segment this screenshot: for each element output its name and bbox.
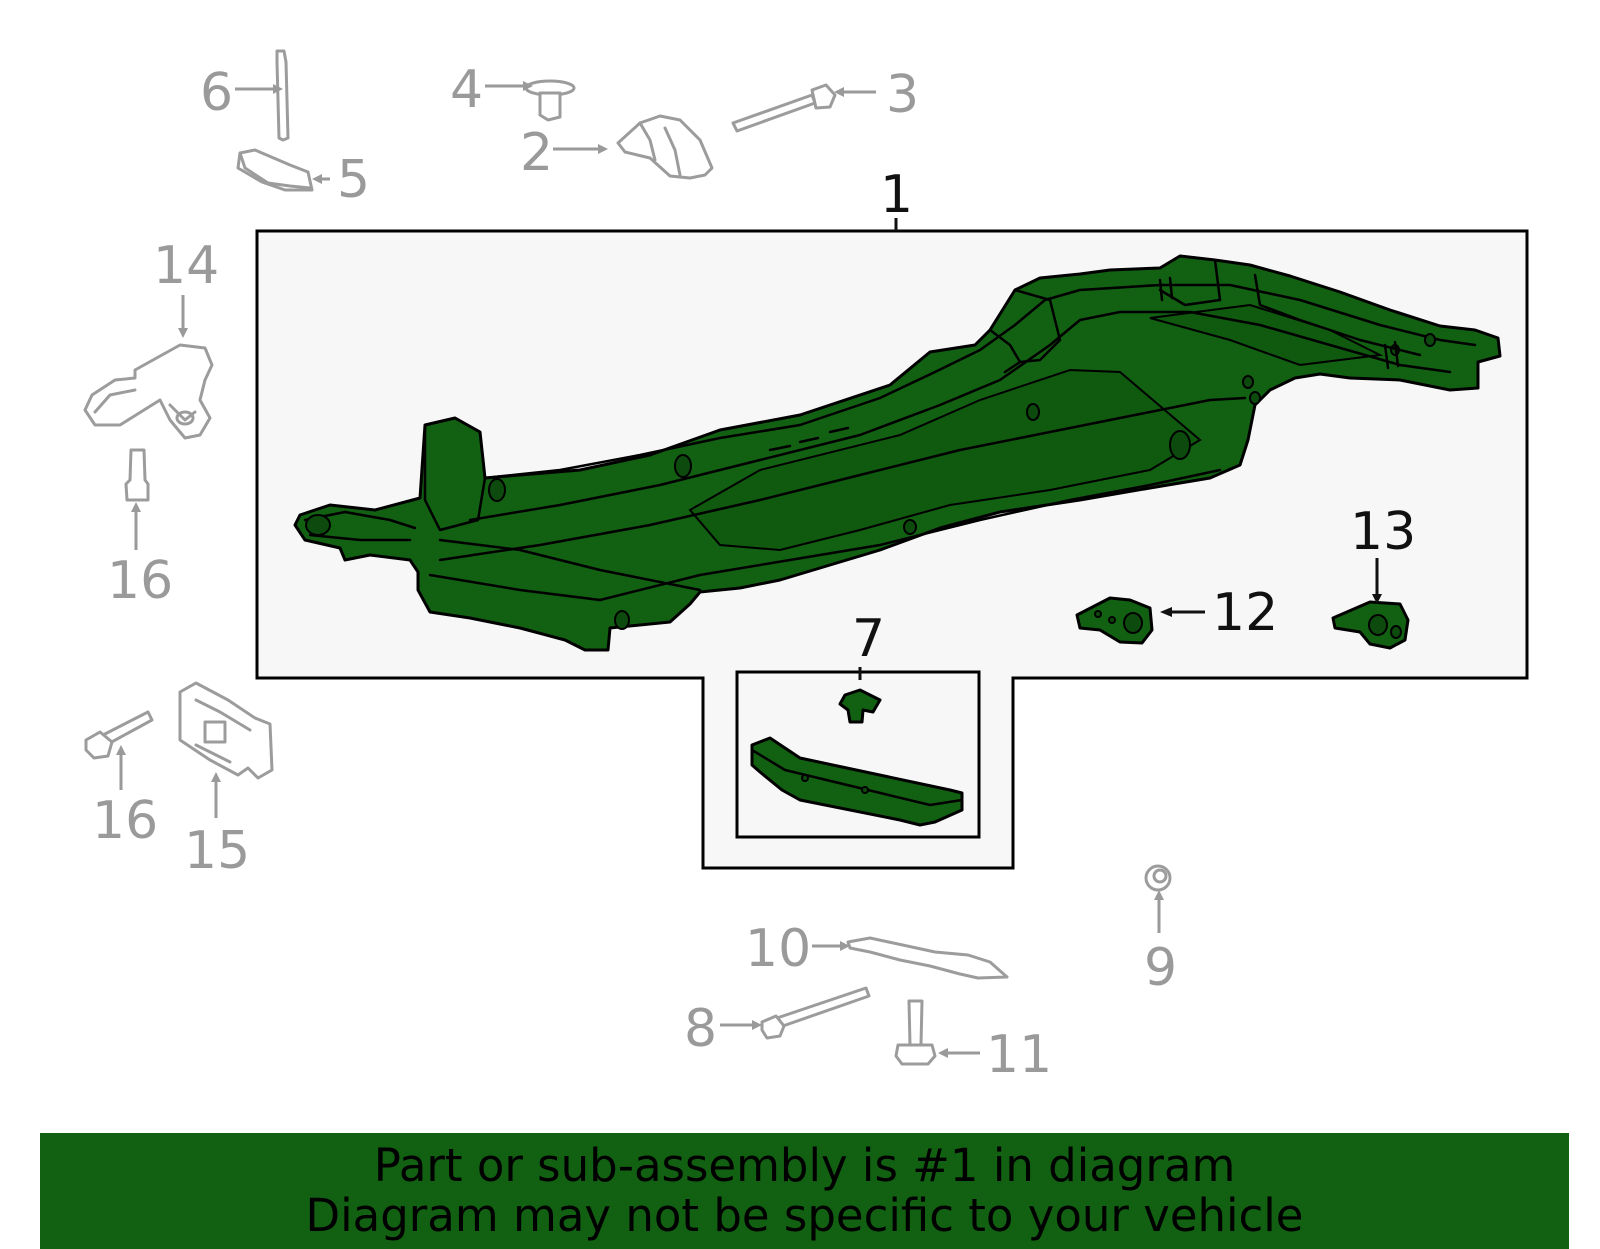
part-3-bolt[interactable] xyxy=(731,83,837,133)
info-banner: Part or sub-assembly is #1 in diagram Di… xyxy=(40,1133,1569,1249)
callout-10: 10 xyxy=(745,919,811,979)
part-13-bracket[interactable] xyxy=(1331,600,1410,650)
banner-line-1: Part or sub-assembly is #1 in diagram xyxy=(373,1139,1236,1192)
callout-8: 8 xyxy=(684,999,717,1059)
part-12-bracket[interactable] xyxy=(1075,596,1154,645)
part-14-tow-hook[interactable] xyxy=(83,343,214,440)
callout-16-upper: 16 xyxy=(107,551,173,611)
callout-14: 14 xyxy=(153,236,219,296)
leader-arrows xyxy=(116,81,1382,1058)
callout-11: 11 xyxy=(986,1025,1052,1085)
callout-2: 2 xyxy=(520,123,553,183)
part-16-bolt-lower[interactable] xyxy=(84,710,154,760)
part-7-crossmember[interactable] xyxy=(750,736,964,827)
part-2-bracket[interactable] xyxy=(616,114,714,180)
part-10-shield[interactable] xyxy=(846,936,1009,980)
callout-3: 3 xyxy=(886,65,919,125)
callout-15: 15 xyxy=(184,821,250,881)
part-9-bushing[interactable] xyxy=(1144,864,1172,892)
callout-9: 9 xyxy=(1144,938,1177,998)
callout-4: 4 xyxy=(450,60,483,120)
callout-16-lower: 16 xyxy=(92,791,158,851)
banner-line-2: Diagram may not be specific to your vehi… xyxy=(305,1189,1304,1242)
callout-7: 7 xyxy=(852,609,885,669)
part-5-bracket[interactable] xyxy=(236,148,314,192)
callout-13: 13 xyxy=(1350,502,1416,562)
part-15-mount[interactable] xyxy=(178,681,274,780)
callout-6: 6 xyxy=(200,63,233,123)
part-8-bolt[interactable] xyxy=(760,986,871,1040)
part-11-bolt[interactable] xyxy=(894,999,937,1066)
part-4-rivet[interactable] xyxy=(524,79,576,122)
callout-12: 12 xyxy=(1212,583,1278,643)
part-16-stud-upper[interactable] xyxy=(124,448,150,502)
part-7-bracket[interactable] xyxy=(838,688,882,724)
frame-assembly[interactable] xyxy=(293,254,1502,652)
part-6-bolt[interactable] xyxy=(275,49,290,142)
callout-1: 1 xyxy=(880,165,913,225)
callout-5: 5 xyxy=(337,150,370,210)
